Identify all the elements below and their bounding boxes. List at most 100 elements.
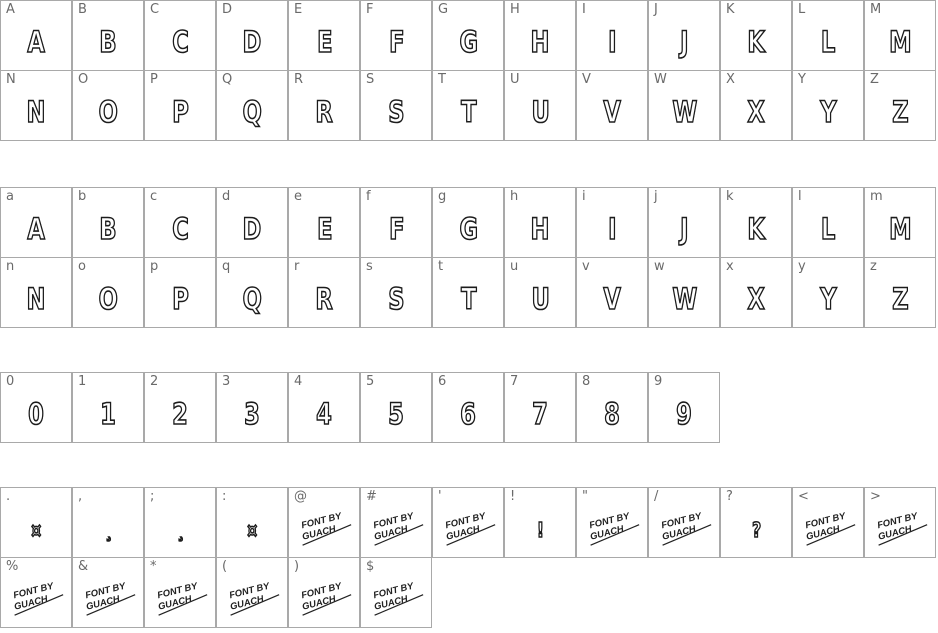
- glyph-wrap: P: [145, 89, 215, 136]
- glyph-sample: A: [27, 212, 46, 246]
- glyph-sample: Z: [892, 95, 910, 129]
- glyph-wrap: B: [73, 206, 143, 253]
- glyph-wrap: S: [361, 276, 431, 323]
- glyph-wrap: Z: [865, 89, 935, 136]
- glyph-wrap: T: [433, 276, 503, 323]
- character-label: t: [438, 259, 444, 274]
- glyph-sample: E: [316, 212, 333, 246]
- glyph-sample: 8: [604, 397, 621, 431]
- character-label: o: [78, 259, 86, 274]
- glyph-wrap: R: [289, 89, 359, 136]
- glyph-sample: X: [747, 282, 766, 316]
- glyph-wrap: E: [289, 19, 359, 66]
- character-label: F: [366, 2, 374, 17]
- glyph-sample: W: [671, 282, 697, 316]
- glyph-cell: :¤: [216, 487, 288, 558]
- glyph-wrap: V: [577, 89, 647, 136]
- character-label: ?: [726, 489, 733, 504]
- glyph-sample: I: [608, 212, 618, 246]
- glyph-wrap: Y: [793, 276, 863, 323]
- glyph-sample: J: [680, 25, 690, 59]
- glyph-wrap: C: [145, 206, 215, 253]
- character-label: v: [582, 259, 590, 274]
- glyph-wrap: L: [793, 19, 863, 66]
- character-label: e: [294, 189, 302, 204]
- glyph-sample: K: [747, 212, 766, 246]
- glyph-sample: ¸: [176, 517, 185, 542]
- glyph-sample: M: [889, 212, 913, 246]
- glyph-sample: 7: [532, 397, 549, 431]
- glyph-sample: P: [171, 282, 189, 316]
- character-label: y: [798, 259, 806, 274]
- glyph-wrap: F: [361, 206, 431, 253]
- glyph-sample: ¤: [31, 517, 42, 542]
- glyph-sample: J: [680, 212, 690, 246]
- character-label: n: [6, 259, 15, 274]
- character-label: 6: [438, 374, 447, 389]
- glyph-sample: V: [603, 95, 622, 129]
- glyph-wrap: !: [505, 506, 575, 553]
- character-label: z: [870, 259, 877, 274]
- glyph-wrap: ?: [721, 506, 791, 553]
- character-label: #: [366, 489, 377, 504]
- character-label: M: [870, 2, 882, 17]
- character-label: 2: [150, 374, 159, 389]
- glyph-sample: W: [671, 95, 697, 129]
- glyph-sample: S: [388, 282, 406, 316]
- glyph-wrap: W: [649, 89, 719, 136]
- glyph-wrap: O: [73, 276, 143, 323]
- glyph-sample: N: [26, 95, 46, 129]
- character-label: G: [438, 2, 449, 17]
- glyph-sample: R: [315, 282, 334, 316]
- character-label: U: [510, 72, 520, 87]
- glyph-wrap: 9: [649, 391, 719, 438]
- glyph-wrap: T: [433, 89, 503, 136]
- glyph-sample: X: [747, 95, 766, 129]
- character-label: u: [510, 259, 519, 274]
- character-label: 1: [78, 374, 87, 389]
- character-label: L: [798, 2, 806, 17]
- glyph-wrap: I: [577, 206, 647, 253]
- glyph-sample: G: [458, 25, 478, 59]
- glyph-sample: U: [531, 282, 551, 316]
- character-label: f: [366, 189, 371, 204]
- character-label: 4: [294, 374, 303, 389]
- glyph-sample: 5: [388, 397, 405, 431]
- character-label: R: [294, 72, 304, 87]
- character-label: !: [510, 489, 516, 504]
- character-label: r: [294, 259, 300, 274]
